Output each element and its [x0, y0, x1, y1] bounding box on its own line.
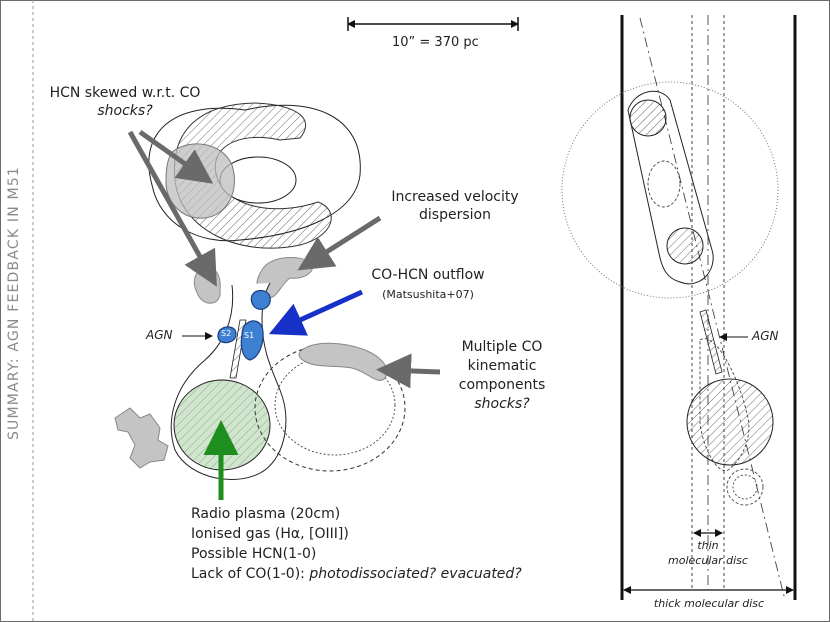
s1-blob — [240, 320, 264, 361]
s2-blob — [217, 326, 237, 344]
outflow-blob — [250, 289, 271, 310]
agn-label-left: AGN — [146, 328, 173, 342]
radio-bubble — [170, 282, 287, 481]
thin-disc-label-1: thin — [697, 539, 719, 552]
multi-co-label-2: kinematic — [467, 358, 537, 374]
arrow-kinematic — [376, 353, 441, 389]
multi-co-label-4: shocks? — [474, 396, 530, 412]
outflow-ref-label: (Matsushita+07) — [382, 288, 474, 301]
velocity-label-2: dispersion — [419, 207, 491, 223]
scale-bar — [347, 17, 519, 31]
s1-label: S1 — [244, 331, 255, 340]
arrow-outflow — [268, 289, 364, 336]
multi-co-label-1: Multiple CO — [461, 339, 543, 355]
s2-label: S2 — [221, 329, 232, 338]
possible-hcn-label: Possible HCN(1-0) — [191, 546, 317, 562]
arrow-hcn-1 — [127, 130, 217, 287]
kinematic-ellipse-inner — [274, 354, 396, 456]
hcn-shocks-label: shocks? — [97, 103, 153, 119]
co-ring — [148, 102, 361, 249]
agn-label-right: AGN — [752, 329, 779, 343]
lack-co-prefix: Lack of CO(1-0): — [191, 566, 305, 582]
co-kinematic-blob — [298, 342, 388, 381]
co-blob-left — [114, 407, 169, 469]
ionised-gas-label: Ionised gas (Hα, [OIII]) — [191, 526, 349, 542]
hcn-skewed-label: HCN skewed w.r.t. CO — [49, 85, 201, 101]
arrow-hcn-2 — [138, 129, 214, 184]
radio-plasma-label: Radio plasma (20cm) — [191, 506, 341, 522]
multi-co-label-3: components — [458, 377, 546, 393]
thick-disc-label: thick molecular disc — [653, 597, 765, 610]
side-view-panel — [561, 15, 797, 601]
thin-disc-label-2: molecular disc — [668, 554, 748, 567]
arrow-velocity — [297, 215, 382, 271]
lack-co-label: Lack of CO(1-0): photodissociated? evacu… — [191, 565, 522, 583]
outflow-label: CO-HCN outflow — [371, 267, 485, 283]
scale-bar-label: 10” = 370 pc — [392, 35, 479, 50]
velocity-label-1: Increased velocity — [391, 189, 519, 205]
lack-co-italic: photodissociated? evacuated? — [304, 566, 522, 582]
